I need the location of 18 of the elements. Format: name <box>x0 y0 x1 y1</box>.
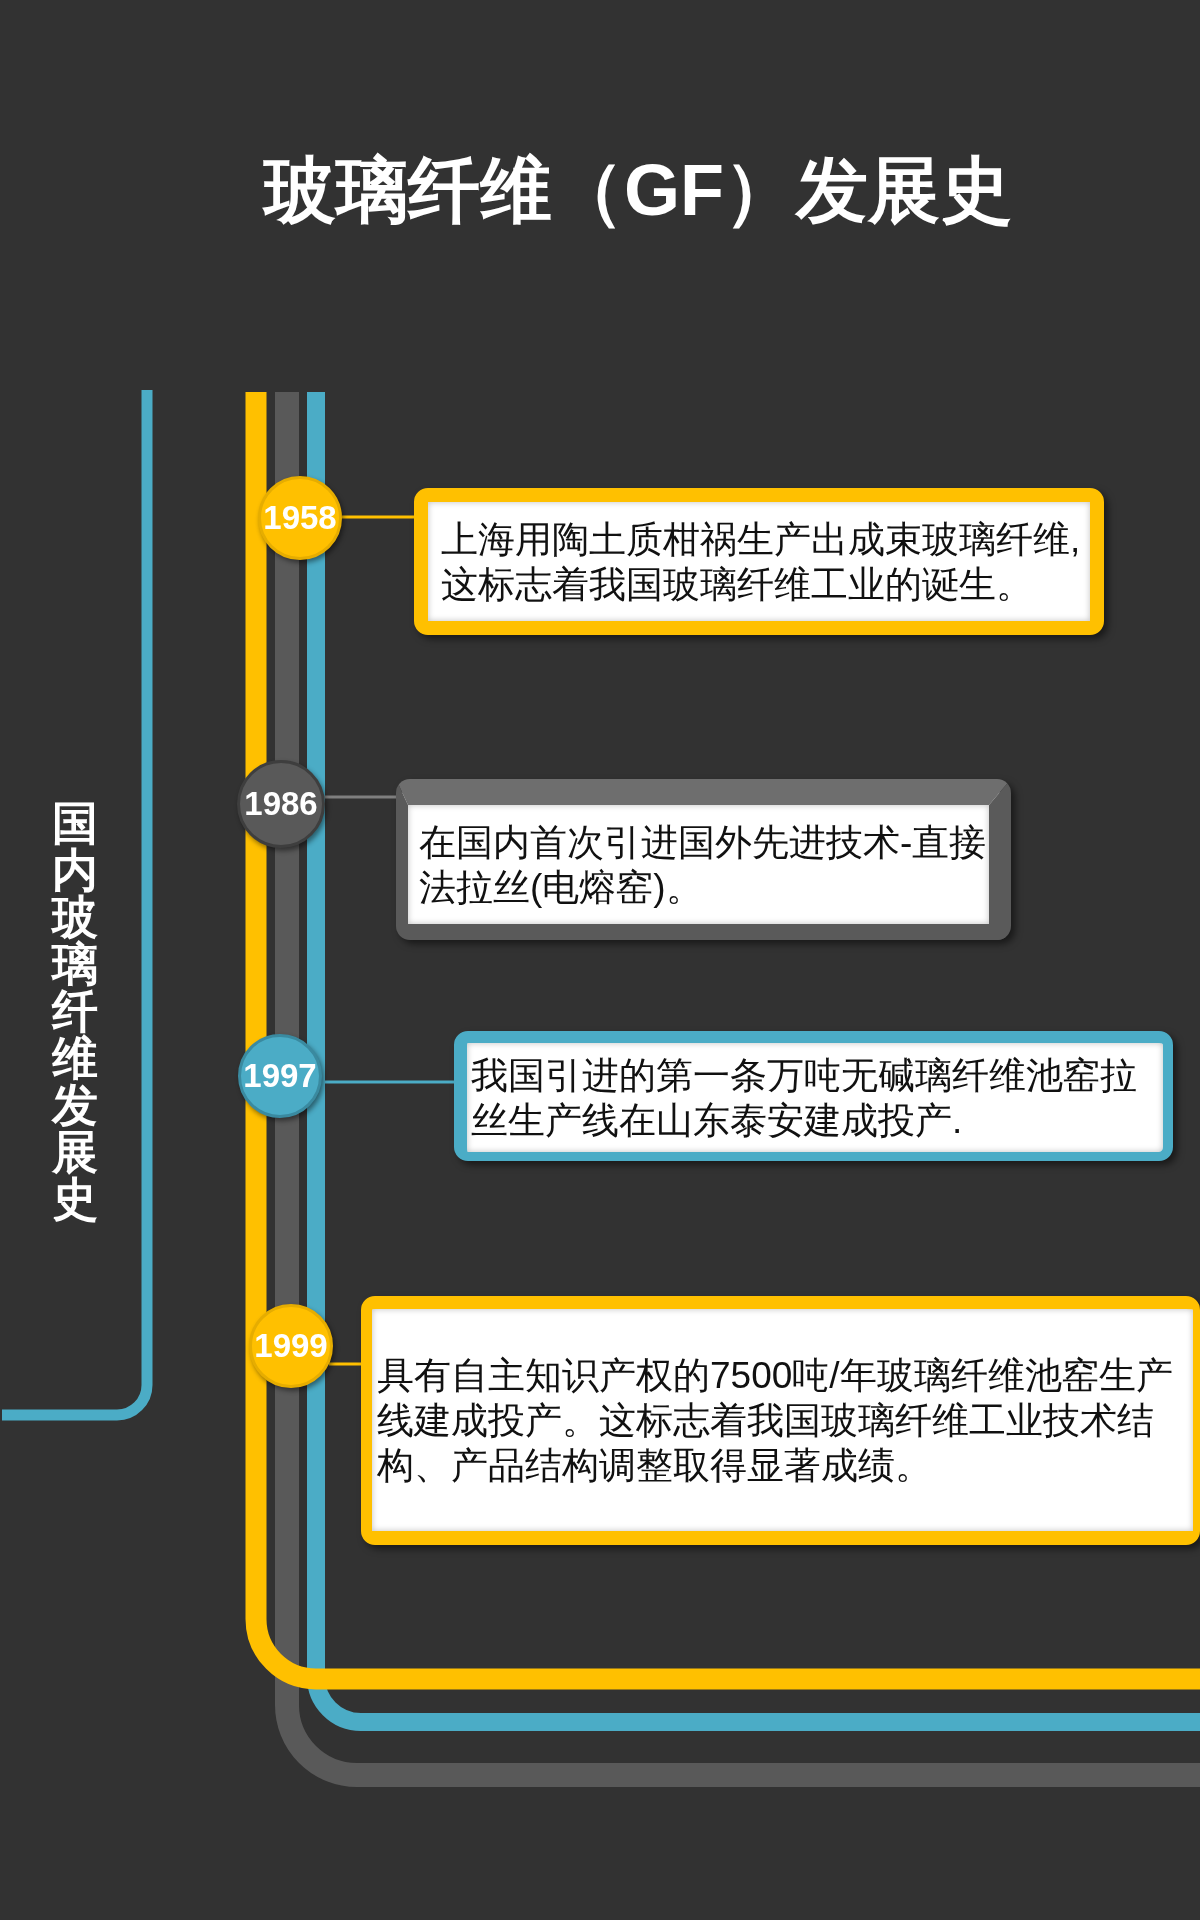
year-label: 1997 <box>243 1058 317 1094</box>
connector-line <box>342 515 414 519</box>
connector-line <box>324 795 396 799</box>
event-card <box>361 1296 1200 1545</box>
event-card <box>414 488 1104 635</box>
event-text: 我国引进的第一条万吨无碱璃纤维池窑拉丝生产线在山东泰安建成投产. <box>471 1053 1138 1143</box>
event-text: 上海用陶土质柑祸生产出成束玻璃纤维,这标志着我国玻璃纤维工业的诞生。 <box>441 517 1082 607</box>
year-label: 1999 <box>254 1328 328 1364</box>
event-card <box>454 1031 1173 1161</box>
page-title: 玻璃纤维（GF）发展史 <box>264 149 1012 232</box>
event-card <box>396 779 1011 940</box>
year-label: 1986 <box>244 786 318 822</box>
side-title: 国内玻璃纤维发展史 <box>52 800 98 1223</box>
year-label: 1958 <box>263 500 337 536</box>
connector-line <box>328 1362 361 1366</box>
event-text: 在国内首次引进国外先进技术-直接法拉丝(电熔窑)。 <box>419 820 988 910</box>
event-text: 具有自主知识产权的7500吨/年玻璃纤维池窑生产线建成投产。这标志着我国玻璃纤维工业技术结构、产品结构调整取得显著成绩。 <box>377 1353 1174 1488</box>
year-circle <box>258 476 342 560</box>
